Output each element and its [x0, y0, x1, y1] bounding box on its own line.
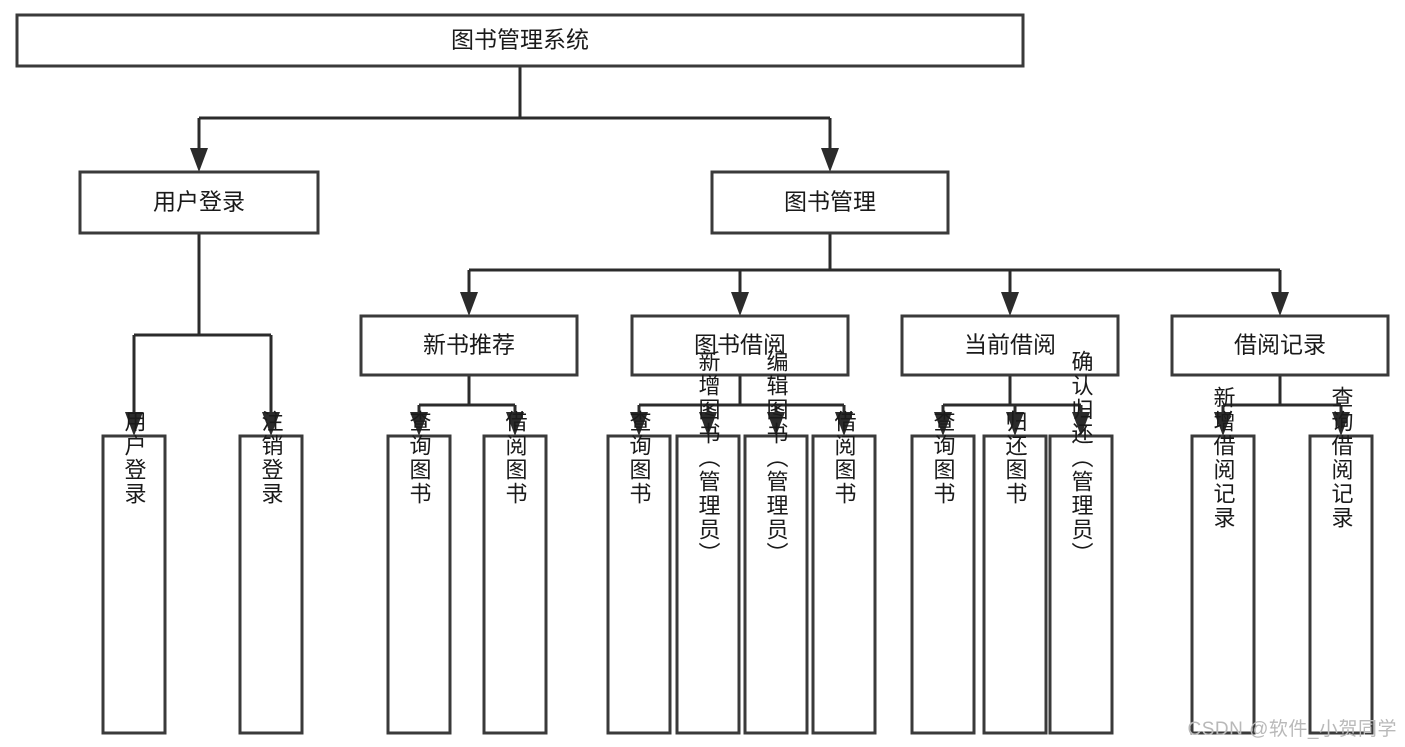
arrow-head-icon [731, 292, 749, 316]
node-borrow-record-label: 借阅记录 [1234, 332, 1326, 358]
node-leaf-query-book-2-box[interactable] [606, 434, 672, 735]
node-borrow-record-box[interactable] [1170, 314, 1390, 377]
node-leaf-user-login[interactable]: 用户登录 [101, 410, 167, 735]
node-leaf-borrow-book-2-box[interactable] [811, 434, 877, 735]
node-leaf-confirm-return-box[interactable] [1048, 434, 1114, 735]
node-book-manage[interactable]: 图书管理 [710, 170, 950, 235]
node-leaf-borrow-book-1-box[interactable] [482, 434, 548, 735]
arrow-head-icon [1332, 412, 1350, 436]
node-leaf-return-book[interactable]: 归还图书 [982, 410, 1048, 735]
node-new-book-recommend-box[interactable] [359, 314, 579, 377]
node-current-borrow[interactable]: 当前借阅 [900, 314, 1120, 377]
node-leaf-query-book-3-box[interactable] [910, 434, 976, 735]
node-leaf-query-record[interactable]: 查询借阅记录 [1308, 386, 1374, 735]
node-current-borrow-label: 当前借阅 [964, 332, 1056, 358]
node-book-manage-label: 图书管理 [784, 189, 876, 215]
node-leaf-add-record-box[interactable] [1190, 434, 1256, 735]
node-leaf-query-book-3[interactable]: 查询图书 [910, 410, 976, 735]
node-user-login-label: 用户登录 [153, 189, 245, 215]
node-leaf-add-book-box[interactable] [675, 434, 741, 735]
node-leaf-edit-book[interactable]: 编辑图书（管理员） [743, 350, 809, 735]
arrow-head-icon [1072, 412, 1090, 436]
node-leaf-query-record-label: 查询借阅记录 [1329, 386, 1354, 530]
node-book-borrow-label: 图书借阅 [694, 332, 786, 358]
arrow-head-icon [410, 412, 428, 436]
node-user-login-box[interactable] [78, 170, 320, 235]
node-leaf-user-logout[interactable]: 注销登录 [238, 410, 304, 735]
node-root-system[interactable]: 图书管理系统 [15, 13, 1025, 68]
node-leaf-return-book-label: 归还图书 [1003, 410, 1028, 506]
node-leaf-confirm-return-label: 确认归还（管理员） [1069, 350, 1094, 566]
node-leaf-edit-book-label: 编辑图书（管理员） [764, 350, 789, 566]
arrow-head-icon [1214, 412, 1232, 436]
node-new-book-recommend-label: 新书推荐 [423, 332, 515, 358]
arrow-head-icon [767, 412, 785, 436]
node-leaf-add-record[interactable]: 新增借阅记录 [1190, 386, 1256, 735]
node-leaf-add-record-label: 新增借阅记录 [1211, 386, 1236, 530]
node-leaf-return-book-box[interactable] [982, 434, 1048, 735]
arrow-head-icon [821, 148, 839, 172]
node-leaf-user-login-label: 用户登录 [122, 410, 147, 506]
arrow-head-icon [835, 412, 853, 436]
node-leaf-query-book-1-box[interactable] [386, 434, 452, 735]
node-leaf-query-book-1-label: 查询图书 [407, 410, 432, 506]
arrow-head-icon [190, 148, 208, 172]
node-leaf-borrow-book-1-label: 借阅图书 [503, 410, 528, 506]
arrow-head-icon [1001, 292, 1019, 316]
arrow-head-icon [460, 292, 478, 316]
node-borrow-record[interactable]: 借阅记录 [1170, 314, 1390, 377]
node-leaf-borrow-book-2-label: 借阅图书 [832, 410, 857, 506]
node-leaf-add-book[interactable]: 新增图书（管理员） [675, 350, 741, 735]
arrow-head-icon [262, 412, 280, 436]
node-book-borrow[interactable]: 图书借阅 [630, 314, 850, 377]
node-leaf-query-book-2-label: 查询图书 [627, 410, 652, 506]
node-leaf-query-book-3-label: 查询图书 [931, 410, 956, 506]
arrow-head-icon [1006, 412, 1024, 436]
node-leaf-borrow-book-2[interactable]: 借阅图书 [811, 410, 877, 735]
node-user-login[interactable]: 用户登录 [78, 170, 320, 235]
node-leaf-user-logout-label: 注销登录 [259, 410, 284, 506]
node-leaf-confirm-return[interactable]: 确认归还（管理员） [1048, 350, 1114, 735]
arrow-head-icon [934, 412, 952, 436]
node-leaf-query-book-2[interactable]: 查询图书 [606, 410, 672, 735]
node-leaf-query-book-1[interactable]: 查询图书 [386, 410, 452, 735]
arrow-head-icon [125, 412, 143, 436]
node-current-borrow-box[interactable] [900, 314, 1120, 377]
node-leaf-user-login-box[interactable] [101, 434, 167, 735]
arrow-head-icon [506, 412, 524, 436]
node-leaf-query-record-box[interactable] [1308, 434, 1374, 735]
node-leaf-borrow-book-1[interactable]: 借阅图书 [482, 410, 548, 735]
node-leaf-user-logout-box[interactable] [238, 434, 304, 735]
node-book-manage-box[interactable] [710, 170, 950, 235]
node-book-borrow-box[interactable] [630, 314, 850, 377]
arrow-head-icon [1271, 292, 1289, 316]
node-leaf-add-book-label: 新增图书（管理员） [696, 350, 721, 566]
connector-layer [125, 66, 1350, 436]
node-root-system-label: 图书管理系统 [451, 27, 589, 53]
node-layer: 图书管理系统用户登录图书管理新书推荐图书借阅当前借阅借阅记录用户登录注销登录查询… [15, 13, 1390, 735]
arrow-head-icon [699, 412, 717, 436]
node-new-book-recommend[interactable]: 新书推荐 [359, 314, 579, 377]
arrow-head-icon [630, 412, 648, 436]
node-leaf-edit-book-box[interactable] [743, 434, 809, 735]
node-root-system-box[interactable] [15, 13, 1025, 68]
